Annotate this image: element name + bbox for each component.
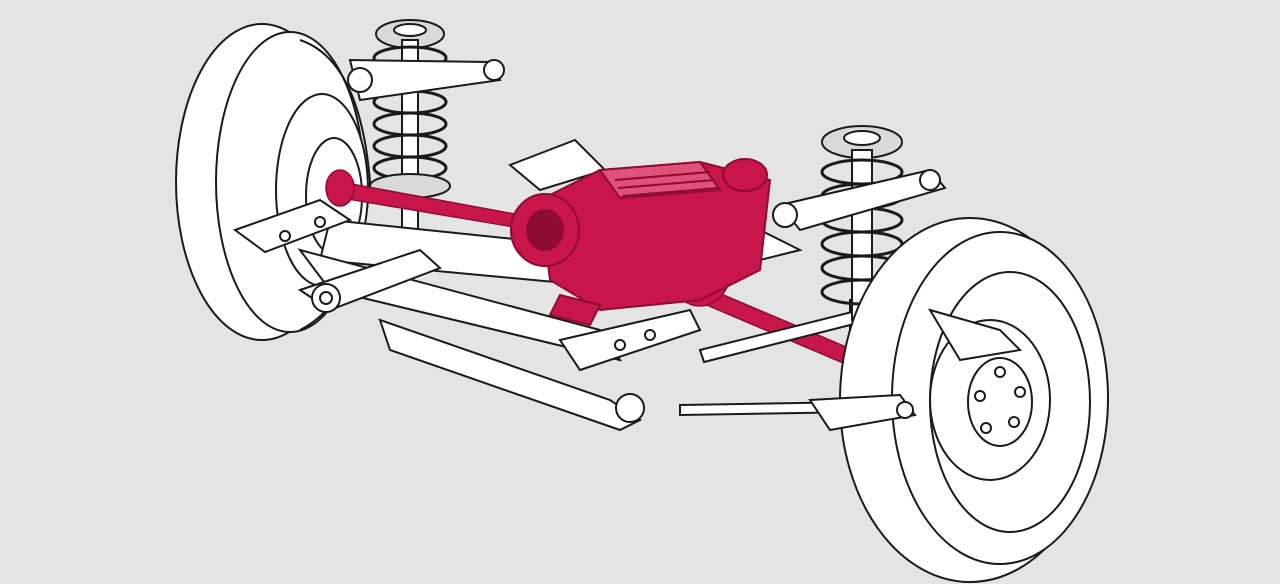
differential-lower-mount [548,293,602,327]
right-upper-arm-bushing [772,202,798,228]
differential [510,158,772,327]
mount-bolt [644,329,656,341]
wheel-studs [974,366,1026,434]
right-lower-arm [808,393,917,432]
left-upper-ball-joint [347,67,373,93]
left-lower-arm-bushing-core [319,291,333,305]
mount-bolt [279,230,291,242]
differential-input-flange [722,158,768,192]
left-spring-top-mount [393,23,427,37]
toe-link-inner-bushing [615,393,645,423]
left-upper-arm [347,58,505,102]
right-spring-top-mount [843,130,881,146]
left-lower-arm [297,248,442,313]
right-wheel [839,217,1109,583]
subframe-mount-plate-left [232,198,353,254]
mount-bolt [314,216,326,228]
right-lower-ball-joint [896,401,914,419]
left-cv-joint [325,169,355,207]
wheel-stud [1014,386,1026,398]
right-upper-arm [772,168,947,232]
right-upper-ball-joint [919,169,941,191]
brake-caliper [927,308,1023,362]
differential-cover-top [598,160,722,200]
subframe-front-crossmember [378,318,642,432]
right-lower-control-arm [808,393,917,432]
mount-bolt [614,339,626,351]
left-upper-arm-bushing [483,59,505,81]
wheel-stud [1008,416,1020,428]
wheel-stud [980,422,992,434]
differential-left-output-center [526,209,564,251]
differential-cooling-fins [614,171,719,197]
subframe-mount-plate-right [558,308,702,372]
wheel-stud [994,366,1006,378]
wheel-stud [974,390,986,402]
